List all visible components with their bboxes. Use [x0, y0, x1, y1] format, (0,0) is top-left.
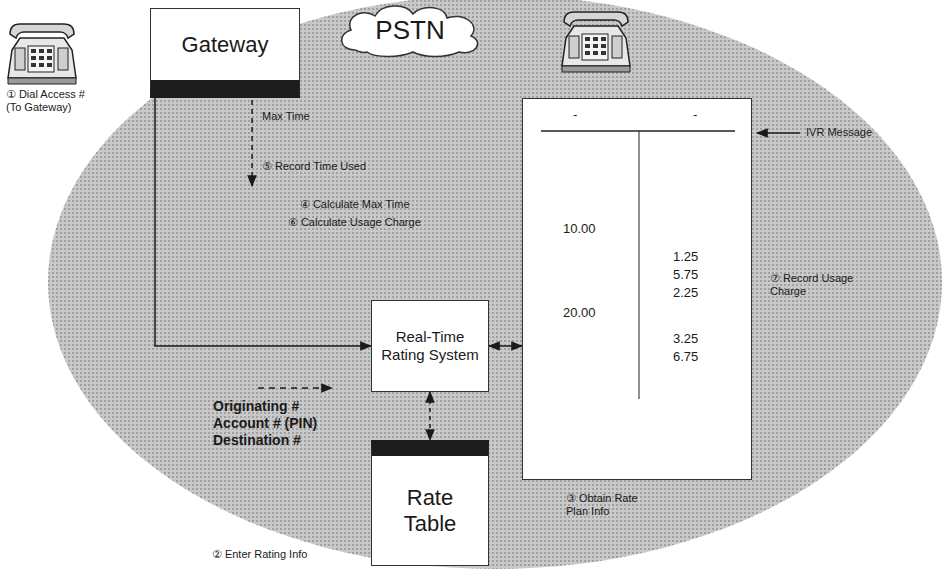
note-text: ⑥ Calculate Usage Charge	[288, 216, 421, 228]
node-label: Gateway	[182, 32, 269, 58]
ivr-table: - - 10.00 1.25 5.75 2.25 20.00 3.25 6.75	[522, 98, 752, 480]
table-cell: 2.25	[673, 285, 698, 300]
step-note: IVR Message	[806, 126, 872, 139]
node-label: PSTN	[375, 15, 444, 46]
halftone-region	[48, 0, 942, 569]
step-note: ⑤ Record Time Used	[262, 160, 366, 173]
network-cloud: PSTN	[335, 2, 485, 58]
signal-list: Originating # Account # (PIN) Destinatio…	[213, 398, 341, 448]
table-cell: 3.25	[673, 331, 698, 346]
note-text: ② Enter Rating Info	[212, 548, 307, 560]
node-label: Rate Table	[382, 485, 478, 536]
pointer-arrow	[757, 132, 800, 134]
note-text: IVR Message	[806, 126, 872, 138]
node-label: Real-Time Rating System	[380, 328, 480, 364]
step-note: Max Time	[262, 110, 310, 123]
step-note: ① Dial Access # (To Gateway)	[6, 88, 98, 114]
dashed-arrow	[251, 100, 253, 186]
note-text: Originating # Account # (PIN) Destinatio…	[213, 398, 317, 448]
note-text: ⑦ Record Usage Charge	[770, 272, 853, 297]
note-text: ① Dial Access # (To Gateway)	[6, 88, 85, 113]
table-cell: 20.00	[563, 305, 596, 320]
note-text: Max Time	[262, 110, 310, 122]
step-note: ⑦ Record Usage Charge	[770, 272, 860, 298]
telephone-icon	[562, 12, 630, 72]
table-cell: -	[573, 107, 577, 122]
note-text: ③ Obtain Rate Plan Info	[566, 492, 638, 517]
step-note: ③ Obtain Rate Plan Info	[566, 492, 646, 518]
dashed-arrow	[258, 387, 332, 389]
telephone-icon	[8, 24, 76, 84]
table-cell: 5.75	[673, 267, 698, 282]
table-cell: 1.25	[673, 249, 698, 264]
dashed-connector	[429, 392, 431, 440]
step-note: ② Enter Rating Info	[212, 548, 307, 561]
step-note: ⑥ Calculate Usage Charge	[288, 216, 421, 229]
process-box: Real-Time Rating System	[371, 300, 489, 392]
gateway-box: Gateway	[150, 8, 300, 98]
database-box: Rate Table	[371, 440, 489, 566]
connector-line	[489, 345, 522, 347]
table-cell: 10.00	[563, 221, 596, 236]
table-cell: -	[693, 107, 697, 122]
table-rules	[523, 99, 751, 479]
table-cell: 6.75	[673, 349, 698, 364]
note-text: ⑤ Record Time Used	[262, 160, 366, 172]
step-note: ④ Calculate Max Time	[300, 198, 410, 211]
note-text: ④ Calculate Max Time	[300, 198, 410, 210]
